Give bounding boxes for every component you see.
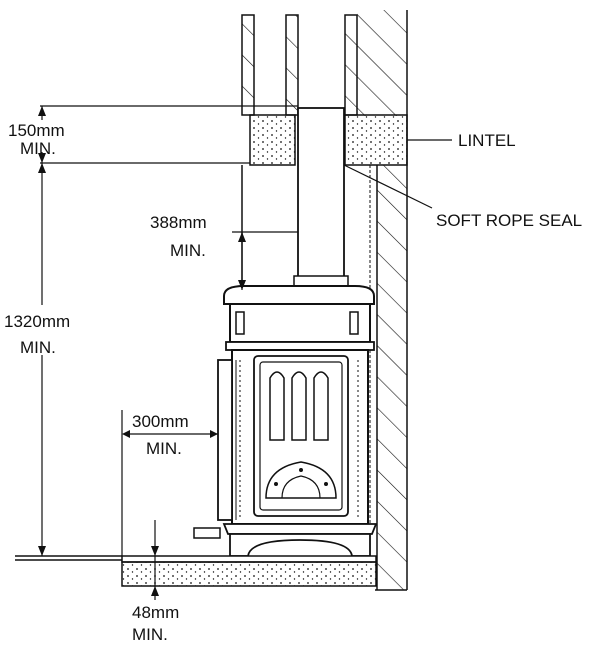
total-height-value: 1320mm [4, 312, 71, 331]
stove [193, 285, 378, 557]
hearth-depth-min: MIN. [132, 625, 168, 644]
lintel-left [249, 114, 296, 166]
total-height-min: MIN. [20, 338, 56, 357]
hearth [15, 555, 377, 587]
soft-rope-seal-label: SOFT ROPE SEAL [436, 211, 583, 230]
flue-height-value: 388mm [150, 213, 207, 232]
hearth-front-value: 300mm [132, 412, 189, 431]
flue-height-min: MIN. [170, 241, 206, 260]
top-clearance-value: 150mm [8, 121, 65, 140]
dimension-lines [40, 105, 452, 600]
chimney-wall-left [241, 14, 299, 116]
flue-pipe [293, 107, 349, 287]
rear-wall [369, 165, 407, 591]
chimney-wall-right [344, 10, 408, 590]
top-clearance-min: MIN. [20, 139, 56, 158]
hearth-depth-value: 48mm [132, 603, 180, 622]
hearth-front-min: MIN. [146, 439, 182, 458]
dimension-arrows [38, 106, 246, 596]
lintel-right [344, 114, 408, 166]
lintel-label: LINTEL [458, 131, 516, 150]
